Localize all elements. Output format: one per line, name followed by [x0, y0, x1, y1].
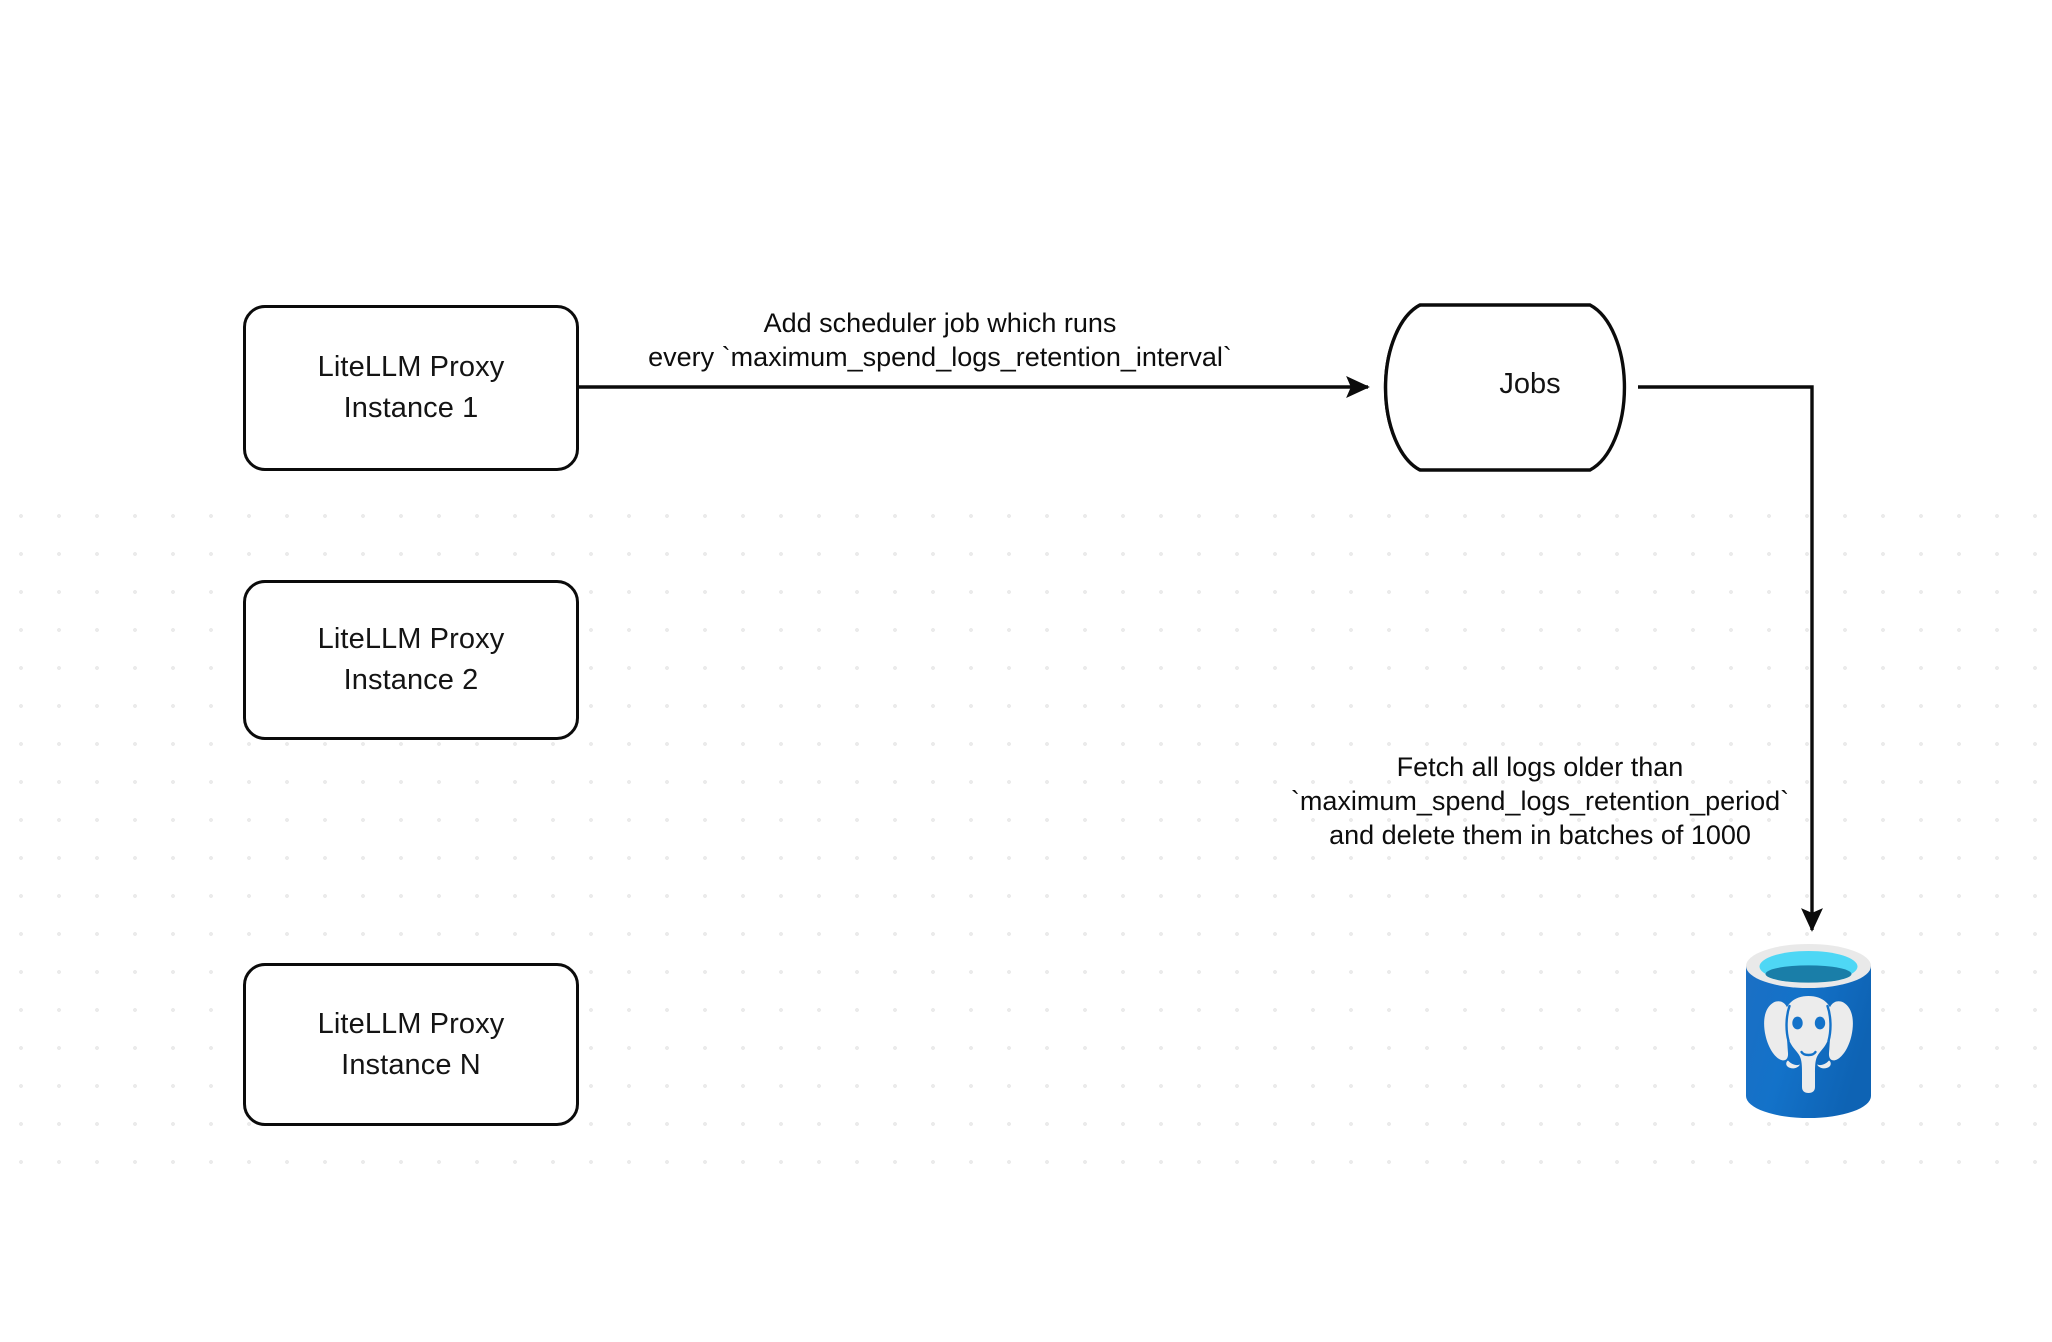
- edge-label-line2: every `maximum_spend_logs_retention_inte…: [648, 342, 1232, 372]
- node-label-line2: Instance N: [341, 1048, 481, 1081]
- database-liquid-depth: [1765, 965, 1852, 983]
- node-label-line1: LiteLLM Proxy: [317, 351, 505, 383]
- edge-label-scheduler-job: Add scheduler job which runs every `maxi…: [570, 306, 1310, 374]
- edge-label-line1: Add scheduler job which runs: [570, 306, 1310, 340]
- node-label-line2: Instance 1: [343, 392, 479, 424]
- edge-label-line2: `maximum_spend_logs_retention_period`: [1290, 786, 1790, 816]
- node-label-jobs: Jobs: [1499, 368, 1561, 400]
- edge-label-retention-delete: Fetch all logs older than `maximum_spend…: [1230, 750, 1850, 852]
- node-litellm-proxy-instance-1[interactable]: LiteLLM Proxy Instance 1: [243, 305, 579, 471]
- edge-label-line1-rest: job which runs: [936, 308, 1117, 338]
- edge-label-highlight: Add scheduler: [763, 308, 937, 338]
- node-label-line2: Instance 2: [343, 664, 479, 696]
- postgres-database-icon[interactable]: [1742, 940, 1875, 1126]
- edge-jobs-to-database: [1638, 385, 1823, 932]
- postgres-elephant-lines: [1785, 1004, 1832, 1057]
- edge-label-line3: and delete them in batches of 1000: [1329, 820, 1751, 850]
- edge-label-highlight: Fetch all logs older than: [1396, 752, 1684, 782]
- node-label-line1: LiteLLM Proxy: [317, 1007, 505, 1040]
- node-litellm-proxy-instance-2[interactable]: LiteLLM Proxy Instance 2: [243, 580, 579, 740]
- node-litellm-proxy-instance-n[interactable]: LiteLLM Proxy Instance N: [243, 963, 579, 1126]
- postgres-elephant-eyes: [1792, 1016, 1826, 1030]
- node-label-line1: LiteLLM Proxy: [317, 623, 505, 655]
- edge-label-line1: Fetch all logs older than: [1230, 750, 1850, 784]
- jobs-cylinder: [1383, 303, 1627, 472]
